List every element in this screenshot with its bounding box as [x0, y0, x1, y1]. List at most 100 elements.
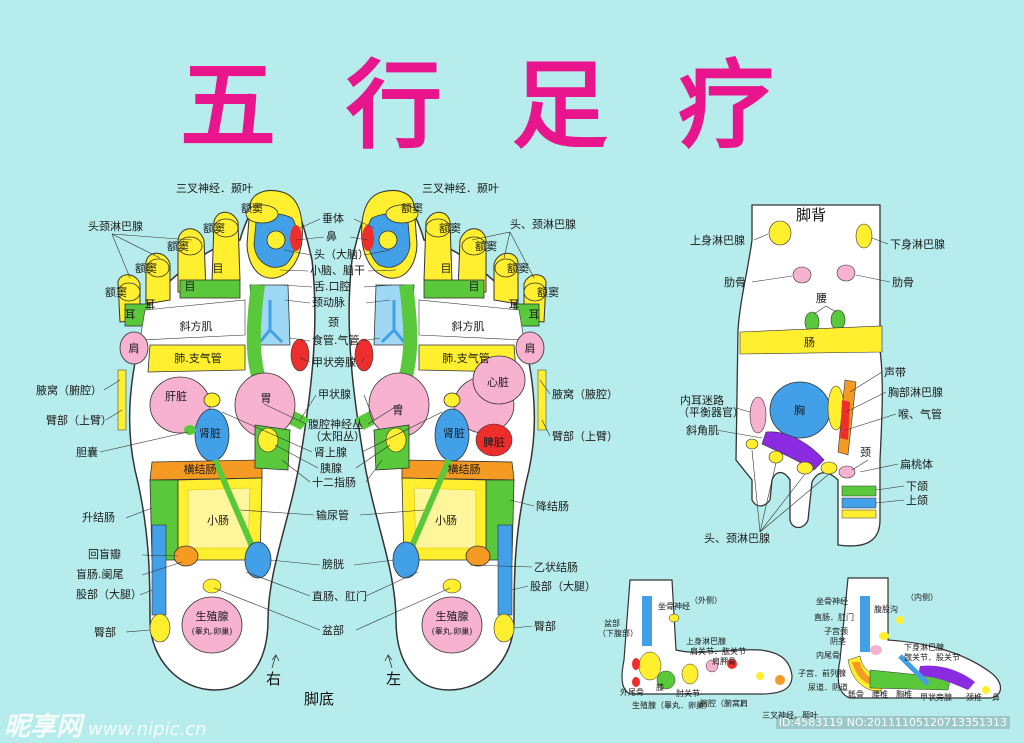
diagram-label: 三叉神经．颞叶 [176, 181, 253, 195]
outer-side-labels: （外侧） 坐骨神经 盆部 （下腹部） 上身淋巴腺 肩关节．肱关节 肩胛骨 外尾骨… [598, 595, 818, 720]
right-sole-labels: 额窦 额窦 额窦 额窦 额窦 目 目 耳 耳 斜方肌 肩 肺.支气管 肝脏 胃 … [105, 202, 272, 636]
diagram-label: 直肠、肛门 [312, 589, 367, 603]
diagram-label: 盲肠.阑尾 [76, 567, 124, 581]
left-sole-labels: 额窦 额窦 额窦 额窦 额窦 目 目 耳 耳 斜方肌 肩 肺.支气管 心脏 胃 … [393, 202, 560, 636]
diagram-label: 耳 [529, 308, 540, 321]
diagram-label: 内耳迷路 [680, 393, 724, 407]
diagram-label: 胰腺 [320, 461, 342, 475]
diagram-label: 鼻 [326, 229, 337, 243]
diagram-label: 盆部 [604, 618, 620, 628]
diagram-label: 胆囊 [76, 445, 98, 459]
diagram-label: 颈 [860, 446, 871, 459]
diagram-label: 小肠 [435, 514, 457, 527]
diagram-label: 目 [469, 280, 480, 293]
diagram-label: 坐骨神经 [816, 596, 848, 606]
diagram-label: 输尿管 [316, 508, 349, 522]
diagram-label: 膀胱 [322, 557, 344, 571]
diagram-label: （平衡器官） [678, 405, 744, 419]
outer-side-view [621, 579, 793, 695]
diagram-label: 下身淋巴腺 [890, 237, 945, 251]
diagram-label: 肘关节 [676, 688, 700, 698]
diagram-label: 上身淋巴腺 [690, 233, 745, 247]
diagram-label: 盆部 [322, 623, 344, 637]
diagram-label: 额窦 [167, 240, 189, 253]
page-title: 五行足疗 [180, 49, 844, 162]
diagram-label: 斜方肌 [180, 319, 213, 333]
right-foot-mark: 右 [266, 670, 281, 688]
diagram-label: 横结肠 [448, 462, 481, 476]
diagram-label: （内侧） [906, 592, 938, 602]
diagram-label: 甲状旁腺 [312, 355, 356, 369]
diagram-label: 颈椎 [966, 692, 982, 702]
diagram-label: 目 [185, 280, 196, 293]
diagram-label: 脾脏 [483, 435, 505, 449]
diagram-label: 鼻 [992, 692, 1000, 702]
diagram-label: 三叉神经．颞叶 [422, 181, 499, 195]
diagram-label: 腑腔（腑窝） [700, 698, 748, 708]
left-sole-diagram [349, 191, 546, 690]
diagram-label: （外侧） [690, 595, 722, 605]
diagram-label: 额窦 [537, 286, 559, 299]
watermark-url: www.nipic.cn [88, 719, 207, 740]
diagram-label: 子宫颈 [824, 626, 848, 636]
diagram-label: 肩 [129, 341, 140, 355]
diagram-label: 臂部（上臂） [46, 413, 112, 427]
diagram-label: 胸 [794, 403, 805, 417]
diagram-label: 垂体 [322, 211, 344, 225]
diagram-label: 肺.支气管 [174, 351, 222, 365]
diagram-label: 升结肠 [82, 511, 115, 524]
diagram-label: 腹腔神经丛 [308, 417, 363, 431]
diagram-label: 耳 [509, 298, 520, 311]
diagram-label: 额窦 [203, 222, 225, 235]
diagram-label: 臀部 [534, 619, 556, 633]
diagram-label: 股部（大腿） [530, 579, 596, 593]
diagram-label: 耳 [125, 308, 136, 321]
diagram-label: 甲状旁腺 [920, 692, 952, 702]
diagram-label: (睾丸.卵巢) [192, 626, 233, 636]
diagram-label: 目 [441, 262, 452, 275]
dorsum-labels: 脚背 上身淋巴腺 下身淋巴腺 肋骨 肋骨 腰 肠 声带 胸部淋巴腺 喉、气管 内… [678, 206, 945, 545]
diagram-label: 子宫．前列腺 [798, 668, 846, 678]
diagram-label: 上颌 [906, 493, 928, 507]
diagram-label: 舌.口腔 [314, 279, 351, 293]
diagram-label: 肺.支气管 [442, 351, 490, 365]
diagram-label: 腋窝（腑腔） [36, 383, 102, 397]
diagram-label: 上身淋巴腺 [686, 636, 726, 646]
sole-left-callouts: 头颈淋巴腺 腋窝（腑腔） 臂部（上臂） 胆囊 升结肠 回盲瓣 盲肠.阑尾 股部（… [36, 219, 193, 639]
diagram-label: 腹股沟 [874, 604, 898, 614]
diagram-label: 腰椎 [872, 689, 888, 699]
inner-side-labels: （内侧） 坐骨神经 腹股沟 直肠．肛门 子宫颈 阴茎 内尾骨 下身淋巴腺 髋关节… [798, 592, 1000, 702]
diagram-label: 斜角肌 [686, 424, 719, 437]
left-foot-mark: 左 [386, 670, 401, 688]
diagram-label: 额窦 [507, 262, 529, 275]
diagram-label: 坐骨神经 [658, 601, 690, 611]
diagram-label: 胃 [261, 392, 272, 405]
diagram-label: 肠 [804, 336, 815, 349]
diagram-label: 尿道．阴道 [808, 682, 848, 692]
diagram-label: 头（大脑） [314, 247, 369, 261]
diagram-label: 肩关节．肱关节 [690, 646, 746, 656]
diagram-label: 横结肠 [184, 462, 217, 476]
diagram-label: 生殖腺（睾丸．卵巢） [632, 700, 712, 710]
watermark-brand: 昵享网 [4, 712, 83, 742]
sole-right-callouts: 头、颈淋巴腺 腋窝（腋腔） 臂部（上臂） 降结肠 乙状结肠 股部（大腿） 臀部 [469, 217, 618, 633]
diagram-label: 阴茎 [830, 636, 846, 646]
diagram-label: 额窦 [401, 202, 423, 215]
diagram-label: 食管.气管 [312, 333, 360, 347]
dorsum-diagram [735, 204, 883, 547]
diagram-label: 腰 [816, 292, 827, 305]
diagram-label: 胸椎 [896, 689, 912, 699]
diagram-label: 髋关节．股关节 [904, 652, 960, 662]
diagram-label: 肩 [740, 698, 748, 708]
diagram-label: 头、颈淋巴腺 [510, 217, 576, 231]
sole-center-callouts: 三叉神经．颞叶 三叉神经．颞叶 垂体 鼻 头（大脑） 小脑、脑干 舌.口腔 颈动… [176, 181, 499, 637]
diagram-label: 头、颈淋巴腺 [704, 531, 770, 545]
diagram-label: 额窦 [241, 202, 263, 215]
diagram-label: 颈动脉 [312, 295, 345, 309]
diagram-label: 胃 [393, 404, 404, 417]
diagram-label: 三叉神经．颞叶 [762, 710, 818, 720]
diagram-label: 小脑、脑干 [310, 264, 365, 277]
diagram-label: 胸部淋巴腺 [888, 385, 943, 399]
diagram-label: 肋骨 [724, 275, 746, 289]
